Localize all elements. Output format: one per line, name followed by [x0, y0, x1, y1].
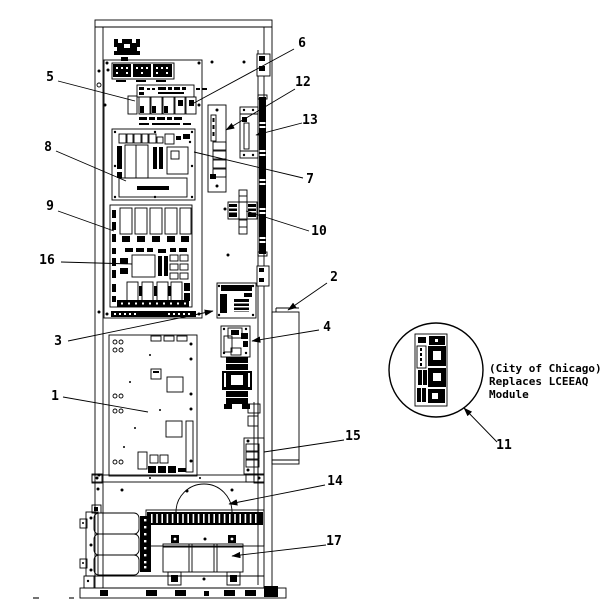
breaker-label-rows [139, 117, 191, 125]
callout-2: 2 [330, 270, 338, 285]
leader-11 [463, 407, 498, 443]
leader-lines [55, 48, 498, 559]
processor-chip [131, 254, 156, 278]
callout-14: 14 [327, 474, 343, 489]
din-rail [257, 94, 268, 257]
note-line-1: (City of Chicago) [489, 362, 602, 375]
callout-10: 10 [311, 224, 327, 239]
hinge-bottom [256, 265, 270, 287]
callout-16: 16 [39, 253, 55, 268]
note-line-2: Replaces LCEEAQ [489, 375, 589, 388]
leader-3 [67, 309, 214, 342]
callout-7: 7 [306, 172, 314, 187]
cabinet-base [33, 575, 287, 599]
leader-2 [287, 282, 328, 311]
callout-12: 12 [295, 75, 311, 90]
callout-3: 3 [54, 334, 62, 349]
chicago-note: (City of Chicago) Replaces LCEEAQ Module [489, 362, 602, 401]
leader-6 [193, 48, 295, 104]
resistor-cross-10 [223, 189, 258, 235]
leader-9 [57, 210, 115, 232]
leader-12 [225, 88, 296, 131]
wall-channel [247, 402, 261, 480]
detail-circle [388, 322, 484, 418]
relay-board [109, 204, 193, 308]
callout-11: 11 [496, 438, 512, 453]
callout-17: 17 [326, 534, 342, 549]
separator-strip [111, 311, 196, 317]
callout-13: 13 [302, 113, 318, 128]
callout-5: 5 [46, 70, 54, 85]
terminal-strip-14 [145, 483, 265, 547]
leader-16 [60, 261, 133, 265]
contactor-stack [222, 357, 252, 409]
drive-board [108, 334, 198, 477]
side-box [271, 307, 300, 465]
leader-7 [193, 151, 304, 179]
transformer [79, 504, 151, 577]
callout-6: 6 [298, 36, 306, 51]
main-board [111, 128, 196, 201]
module-4 [220, 325, 251, 358]
leader-13 [255, 122, 303, 136]
fuse-label-plate [136, 84, 207, 98]
leader-17 [231, 544, 327, 559]
breaker-row [103, 95, 201, 115]
module-3 [216, 282, 257, 319]
callout-8: 8 [44, 140, 52, 155]
leader-4 [251, 329, 320, 343]
leader-10 [245, 210, 310, 232]
leader-5 [57, 80, 136, 102]
callout-15: 15 [345, 429, 361, 444]
terminal-strip-top [106, 62, 175, 82]
leader-1 [62, 396, 149, 413]
bracket-13 [239, 106, 259, 159]
callout-9: 9 [46, 199, 54, 214]
callout-4: 4 [323, 320, 331, 335]
note-line-3: Module [489, 388, 529, 401]
line-filter [114, 39, 140, 61]
leader-14 [228, 484, 326, 506]
mounting-rail [91, 473, 265, 493]
leader-15 [263, 439, 345, 453]
callout-labels: 1 2 3 4 5 6 7 8 9 10 11 12 13 14 15 16 1… [39, 36, 512, 549]
choke-reactor [162, 543, 244, 586]
wire-loop [175, 483, 233, 513]
detail-board [414, 333, 448, 407]
callout-1: 1 [51, 389, 59, 404]
interface-board-12 [207, 104, 227, 193]
leader-8 [55, 150, 127, 182]
